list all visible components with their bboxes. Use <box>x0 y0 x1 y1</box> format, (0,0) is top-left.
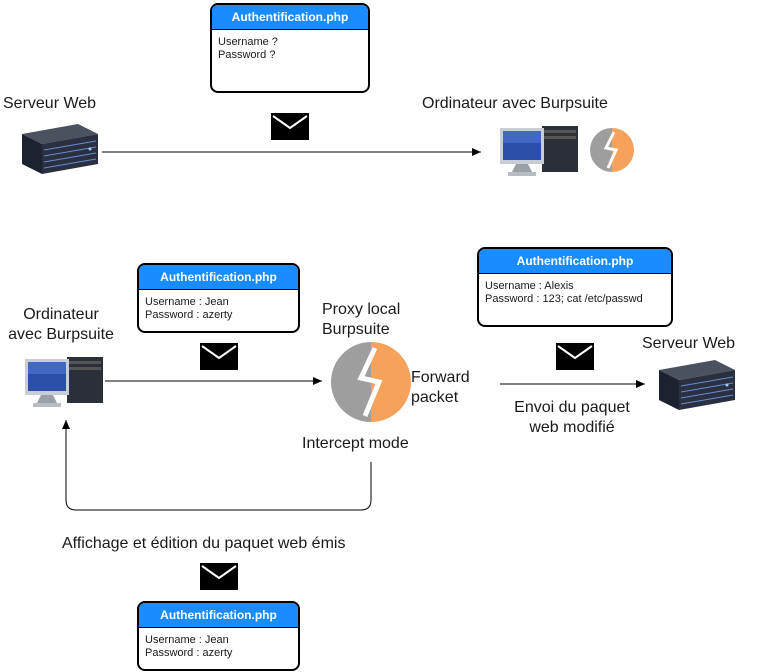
envelope-icon <box>271 113 309 140</box>
server-icon <box>659 360 735 410</box>
card-password: Password : azerty <box>145 309 233 321</box>
burpsuite-icon <box>590 128 634 172</box>
forward-label: Forward packet <box>411 369 470 406</box>
top-computer-label: Ordinateur avec Burpsuite <box>422 95 608 112</box>
computer-icon <box>25 357 103 407</box>
card-title: Authentification.php <box>139 603 298 628</box>
intercept-return-arrow <box>62 420 372 511</box>
intercept-label: Intercept mode <box>302 435 409 452</box>
burpsuite-icon <box>331 342 411 422</box>
card-username: Username : Jean <box>145 296 229 308</box>
card-username: Username : Jean <box>145 634 229 646</box>
envelope-icon <box>200 343 238 370</box>
card-title: Authentification.php <box>212 5 368 30</box>
card-username: Username : Alexis <box>485 280 574 292</box>
card-title: Authentification.php <box>479 249 671 274</box>
computer-icon <box>500 126 578 176</box>
card-password: Password : azerty <box>145 647 233 659</box>
top-packet-card: Authentification.php Username ? Password… <box>210 3 370 93</box>
card-password: Password ? <box>218 49 276 61</box>
card-title: Authentification.php <box>139 265 298 290</box>
server-icon <box>22 124 98 174</box>
card-username: Username ? <box>218 36 278 48</box>
intercepted-packet-card: Authentification.php Username : Jean Pas… <box>137 263 300 333</box>
displayed-packet-card: Authentification.php Username : Jean Pas… <box>137 601 300 671</box>
bottom-server-label: Serveur Web <box>642 335 736 352</box>
bottom-computer-label: Ordinateur avec Burpsuite <box>8 306 114 343</box>
envelope-icon <box>556 343 594 370</box>
proxy-label: Proxy local Burpsuite <box>322 301 401 338</box>
sent-label: Envoi du paquet web modifié <box>514 399 630 436</box>
top-server-label: Serveur Web <box>3 95 97 112</box>
envelope-icon <box>200 563 238 590</box>
edit-label: Affichage et édition du paquet web émis <box>62 535 346 552</box>
card-password: Password : 123; cat /etc/passwd <box>485 293 643 305</box>
modified-packet-card: Authentification.php Username : Alexis P… <box>477 247 673 327</box>
